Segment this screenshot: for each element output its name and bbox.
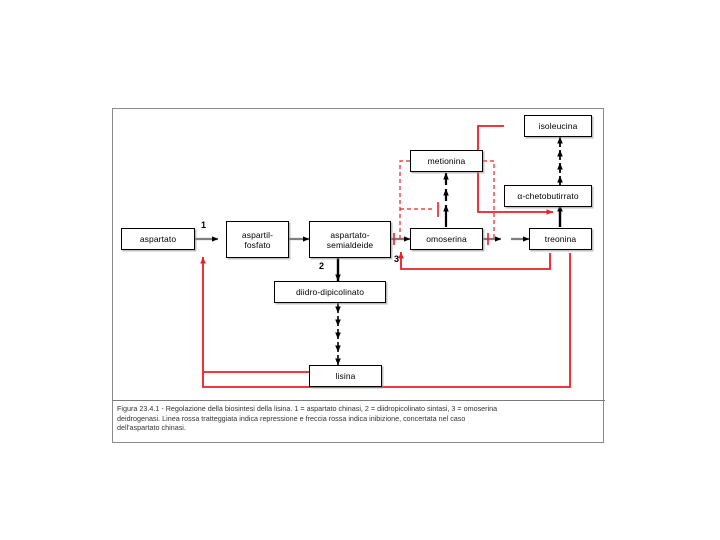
node-lisina-label: lisina [335,371,356,381]
node-isoleucina-label: isoleucina [538,121,578,131]
inhibition-treonina-to-step-1 [200,253,571,388]
figure-caption: Figura 23.4.1 - Regolazione della biosin… [113,400,605,433]
node-aspartil-fosfato[interactable]: aspartil- fosfato [226,221,289,258]
step-number-2: 2 [319,261,325,271]
node-lisina[interactable]: lisina [309,365,382,387]
node-isoleucina[interactable]: isoleucina [524,115,592,137]
figure-frame: aspartato aspartil- fosfato aspartato- s… [112,108,605,443]
node-aspartato-semialdeide-label-line2: semialdeide [326,239,374,250]
figure-caption-line-1: Figura 23.4.1 - Regolazione della biosin… [117,404,498,413]
step-number-3: 3 [394,254,400,264]
node-diidro-dipicolinato[interactable]: diidro-dipicolinato [274,281,386,303]
node-aspartato-label: aspartato [139,234,177,244]
node-alfa-chetobutirrato[interactable]: α-chetobutirrato [504,185,592,207]
repression-metionina-to-omoserina-inflow [393,160,410,245]
repression-metionina-to-omoserina-metionina-step [400,202,439,217]
inhibition-treonina-to-step-3 [398,251,551,270]
node-omoserina-label: omoserina [426,234,467,244]
figure-caption-line-2: deidrogenasi. Linea rossa tratteggiata i… [117,413,466,423]
node-aspartato[interactable]: aspartato [121,228,195,250]
node-aspartato-semialdeide[interactable]: aspartato- semialdeide [309,221,391,258]
repression-metionina-to-omoserina-outflow [483,160,495,245]
node-treonina[interactable]: treonina [529,228,592,250]
node-aspartil-fosfato-label-line1: aspartil- [241,229,274,240]
node-diidro-dipicolinato-label: diidro-dipicolinato [295,287,365,297]
node-alfa-chetobutirrato-label: α-chetobutirrato [517,191,579,201]
node-aspartil-fosfato-label-line2: fosfato [244,239,271,250]
node-metionina[interactable]: metionina [410,150,483,172]
node-metionina-label: metionina [427,156,466,166]
node-omoserina[interactable]: omoserina [410,228,483,250]
pathway-diagram: aspartato aspartil- fosfato aspartato- s… [113,109,605,399]
node-aspartato-semialdeide-label-line1: aspartato- [330,229,370,240]
figure-caption-line-3: dell'aspartato chinasi. [117,423,186,433]
step-number-1: 1 [201,220,207,230]
node-treonina-label: treonina [544,234,577,244]
